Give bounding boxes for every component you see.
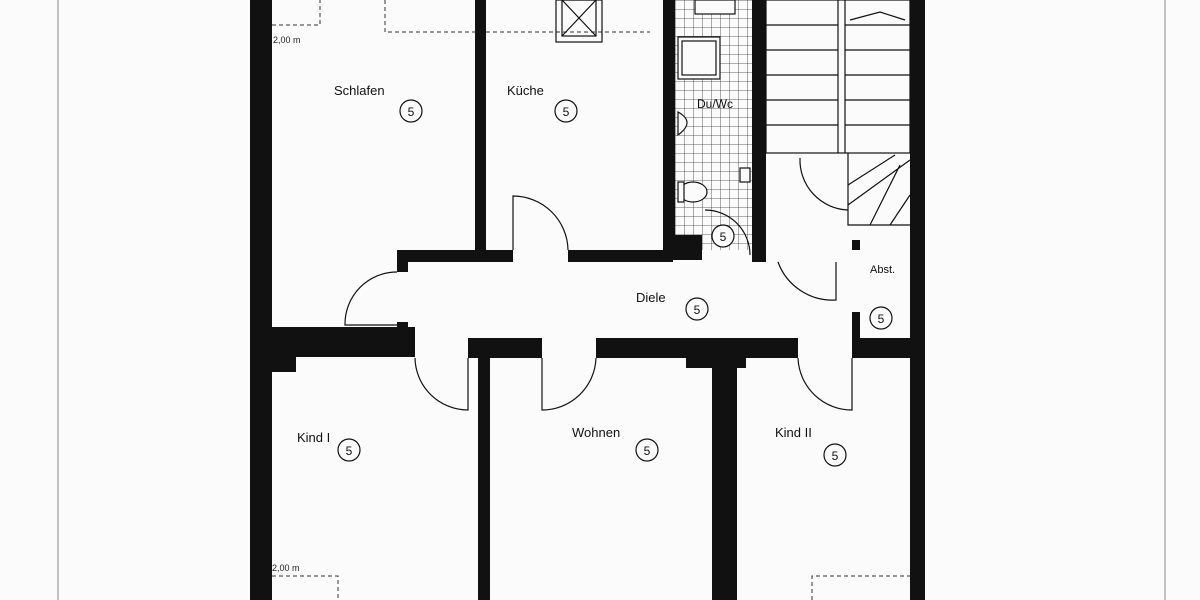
- dimension-bottom: 2,00 m: [272, 563, 300, 573]
- staircase: [765, 0, 911, 226]
- label-abst: Abst.: [870, 264, 895, 276]
- window-bottom-right: [811, 575, 910, 600]
- code-diele: 5: [685, 297, 709, 321]
- code-abst: 5: [869, 306, 893, 330]
- code-wohnen-text: 5: [644, 444, 651, 458]
- toilet-tank: [677, 181, 685, 203]
- wall-kueche-bad: [663, 0, 675, 260]
- bathroom-vent: [694, 0, 736, 15]
- door-stair: [777, 261, 837, 301]
- code-kind2: 5: [823, 443, 847, 467]
- door-kind2: [797, 357, 853, 411]
- window-top-left: [272, 0, 321, 26]
- sink: [677, 110, 688, 137]
- code-kind1: 5: [337, 438, 361, 462]
- label-wohnen: Wohnen: [572, 425, 620, 440]
- code-schlafen: 5: [399, 99, 423, 123]
- doors: [344, 157, 853, 411]
- corridor-wall-north-left-stub: [397, 250, 408, 272]
- dimension-top: 2,00 m: [273, 35, 301, 45]
- bathroom-fixtures: [677, 0, 751, 203]
- label-diele: Diele: [636, 290, 666, 305]
- corridor-wall-south-2: [468, 338, 542, 358]
- code-schlafen-text: 5: [408, 105, 415, 119]
- code-wohnen: 5: [635, 438, 659, 462]
- label-kind1: Kind I: [297, 430, 330, 445]
- room-codes: 5 5 5 5 5 5 5 5: [337, 99, 893, 467]
- door-bad: [704, 209, 751, 256]
- door-entrance-diele: [344, 271, 398, 326]
- outer-wall-left: [250, 0, 272, 600]
- walls: [250, 0, 925, 600]
- corridor-wall-south-4: [852, 338, 910, 358]
- door-kind1: [414, 357, 469, 411]
- corridor-wall-south-stub: [397, 322, 408, 357]
- label-schlafen: Schlafen: [334, 83, 385, 98]
- outer-wall-right: [910, 0, 925, 600]
- wall-bad-stair: [752, 0, 766, 262]
- shaft-inner: [561, 0, 597, 37]
- kitchen-shaft: [555, 0, 603, 43]
- code-abst-text: 5: [878, 312, 885, 326]
- bathroom-wall-unit: [739, 167, 751, 183]
- stair-arrow: [849, 11, 906, 21]
- door-stair-inner: [799, 157, 849, 211]
- shower-tray: [677, 36, 721, 80]
- wall-kind1-wohnen: [478, 355, 490, 600]
- corridor-wall-north-mid: [568, 250, 673, 262]
- window-top-middle: [384, 0, 475, 33]
- windows: [272, 0, 910, 600]
- wall-wohnen-kind2: [712, 355, 737, 600]
- wall-pier-left: [266, 327, 296, 372]
- corridor-wall-north-left: [397, 250, 513, 262]
- stair-winder: [847, 153, 911, 226]
- code-bad: 5: [711, 224, 735, 248]
- wall-abst-left-top: [852, 240, 860, 250]
- wall-abst-left-bottom: [852, 312, 860, 342]
- shower-tray-inner: [681, 40, 717, 76]
- door-wohnen: [541, 357, 597, 411]
- label-bad: Du/Wc: [697, 97, 733, 111]
- wall-schlafen-kueche: [475, 0, 486, 250]
- wall-bad-bottom: [670, 235, 702, 260]
- label-kind2: Kind II: [775, 425, 812, 440]
- code-kind2-text: 5: [832, 449, 839, 463]
- window-bottom-left: [272, 575, 339, 600]
- code-kueche: 5: [554, 99, 578, 123]
- code-bad-text: 5: [720, 230, 727, 244]
- code-diele-text: 5: [694, 303, 701, 317]
- shaft-cross: [561, 0, 597, 37]
- code-kind1-text: 5: [346, 444, 353, 458]
- shaft-outline: [555, 0, 603, 43]
- door-kueche: [512, 195, 569, 251]
- label-kueche: Küche: [507, 83, 544, 98]
- room-labels: Schlafen Küche Du/Wc Diele Abst. Kind I …: [297, 83, 895, 445]
- code-kueche-text: 5: [563, 105, 570, 119]
